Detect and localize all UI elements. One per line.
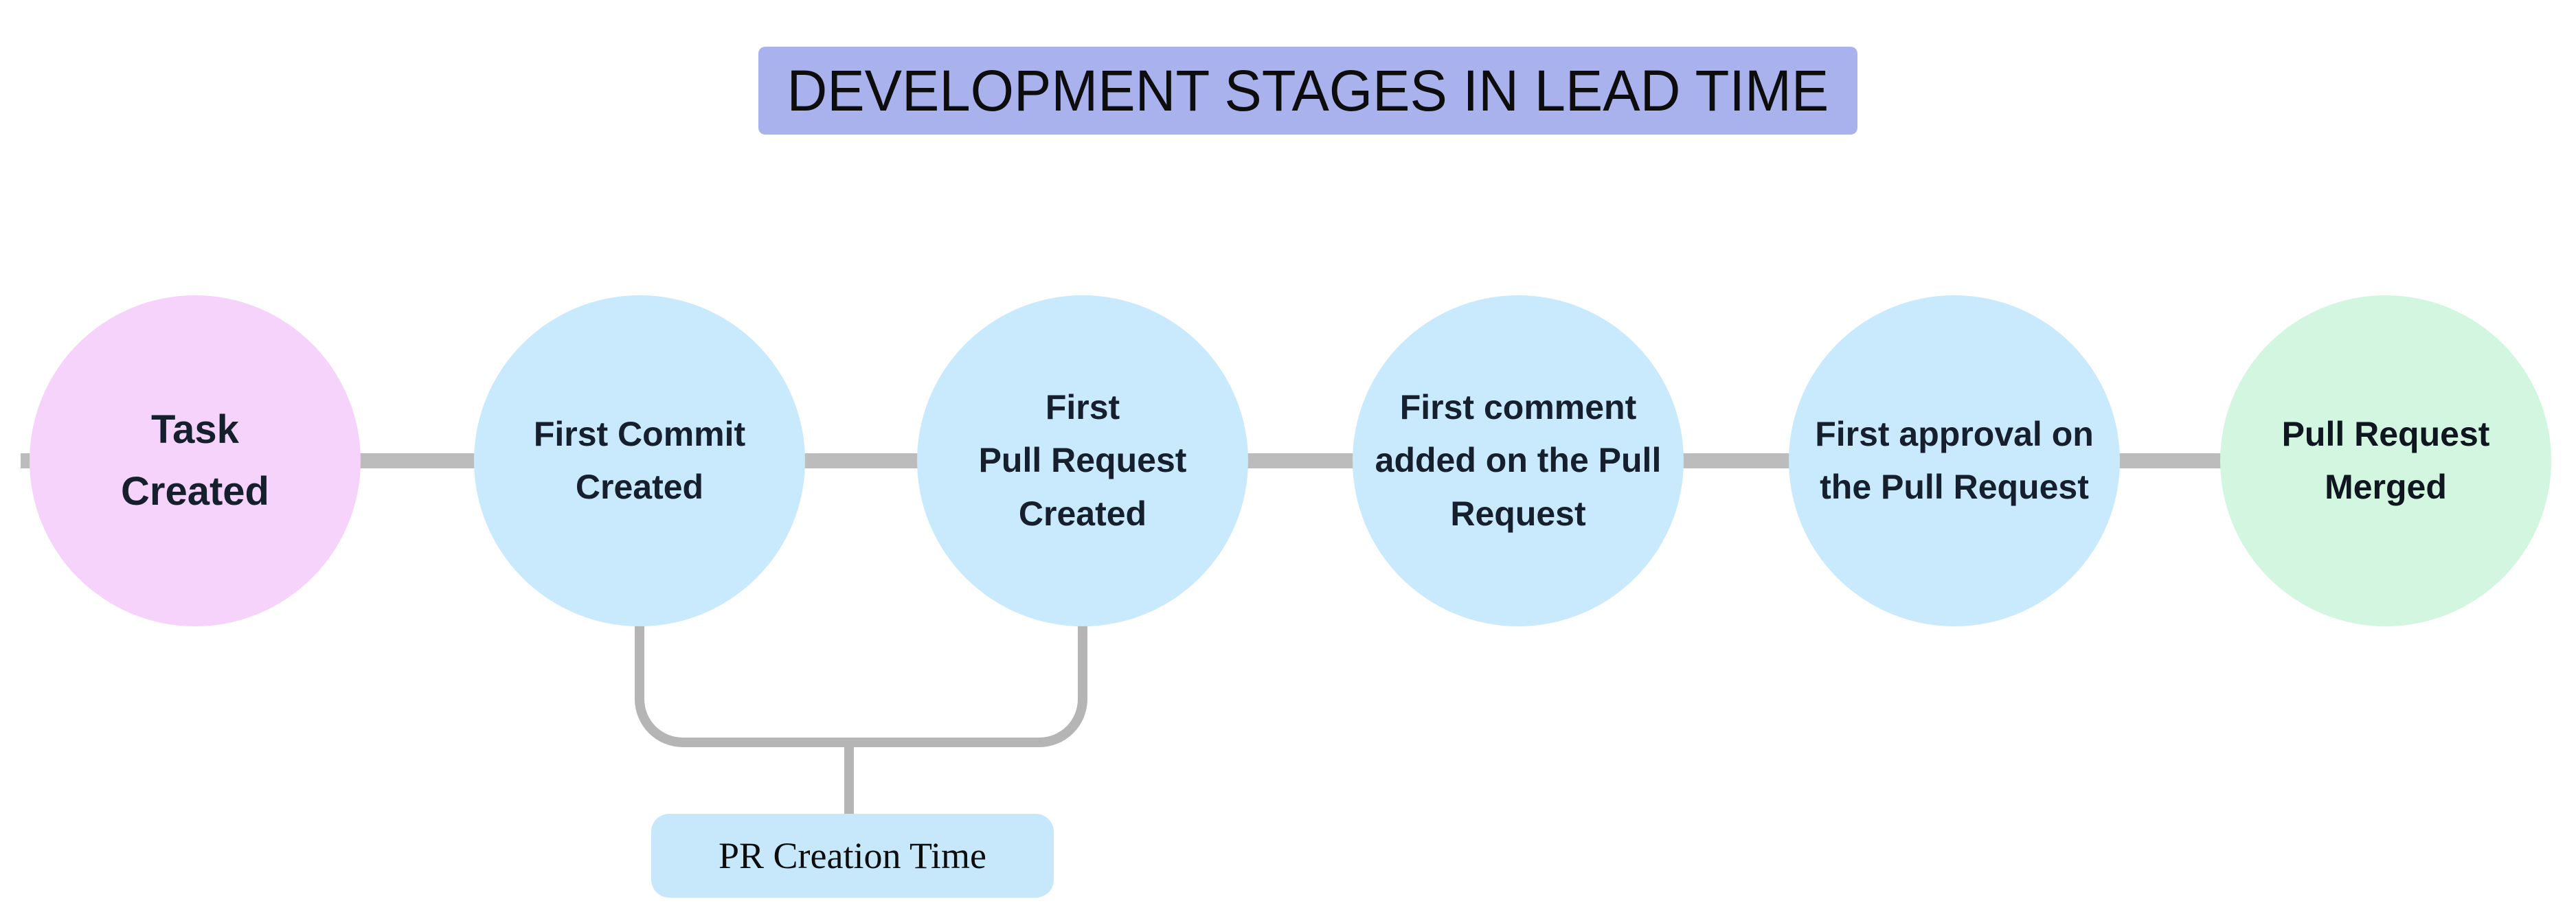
stage-first-comment-added: First comment added on the Pull Request — [1353, 295, 1684, 626]
pr-creation-time-text: PR Creation Time — [718, 835, 987, 876]
stage-label-line: the Pull Request — [1820, 468, 2089, 506]
stage-first-approval: First approval on the Pull Request — [1789, 295, 2120, 626]
stage-label-line: First — [1045, 387, 1120, 426]
stage-label-line: Created — [121, 469, 269, 514]
diagram-title: DEVELOPMENT STAGES IN LEAD TIME — [758, 47, 1857, 135]
stage-first-pull-request-created: First Pull Request Created — [917, 295, 1248, 626]
stage-label-line: Task — [151, 407, 239, 453]
pr-creation-time-label: PR Creation Time — [651, 814, 1054, 898]
stage-label-line: Created — [575, 468, 704, 506]
stage-label-line: First Commit — [533, 414, 746, 453]
stage-pull-request-merged: Pull Request Merged — [2220, 295, 2551, 626]
stage-label-line: Pull Request — [978, 441, 1187, 480]
stage-label-line: Created — [1018, 494, 1147, 533]
stage-label-line: Pull Request — [2281, 414, 2490, 453]
pr-creation-time-bracket — [635, 624, 1087, 747]
diagram-title-text: DEVELOPMENT STAGES IN LEAD TIME — [787, 58, 1829, 123]
stage-task-created: Task Created — [30, 295, 361, 626]
stage-label-line: Request — [1450, 494, 1586, 533]
stage-label-line: Merged — [2325, 468, 2447, 506]
stage-label-line: First approval on — [1815, 414, 2094, 453]
stage-label-line: First comment — [1399, 387, 1637, 426]
stage-label-line: added on the Pull — [1375, 441, 1662, 480]
stage-first-commit-created: First Commit Created — [474, 295, 805, 626]
pr-creation-time-bracket-stem — [844, 746, 854, 814]
